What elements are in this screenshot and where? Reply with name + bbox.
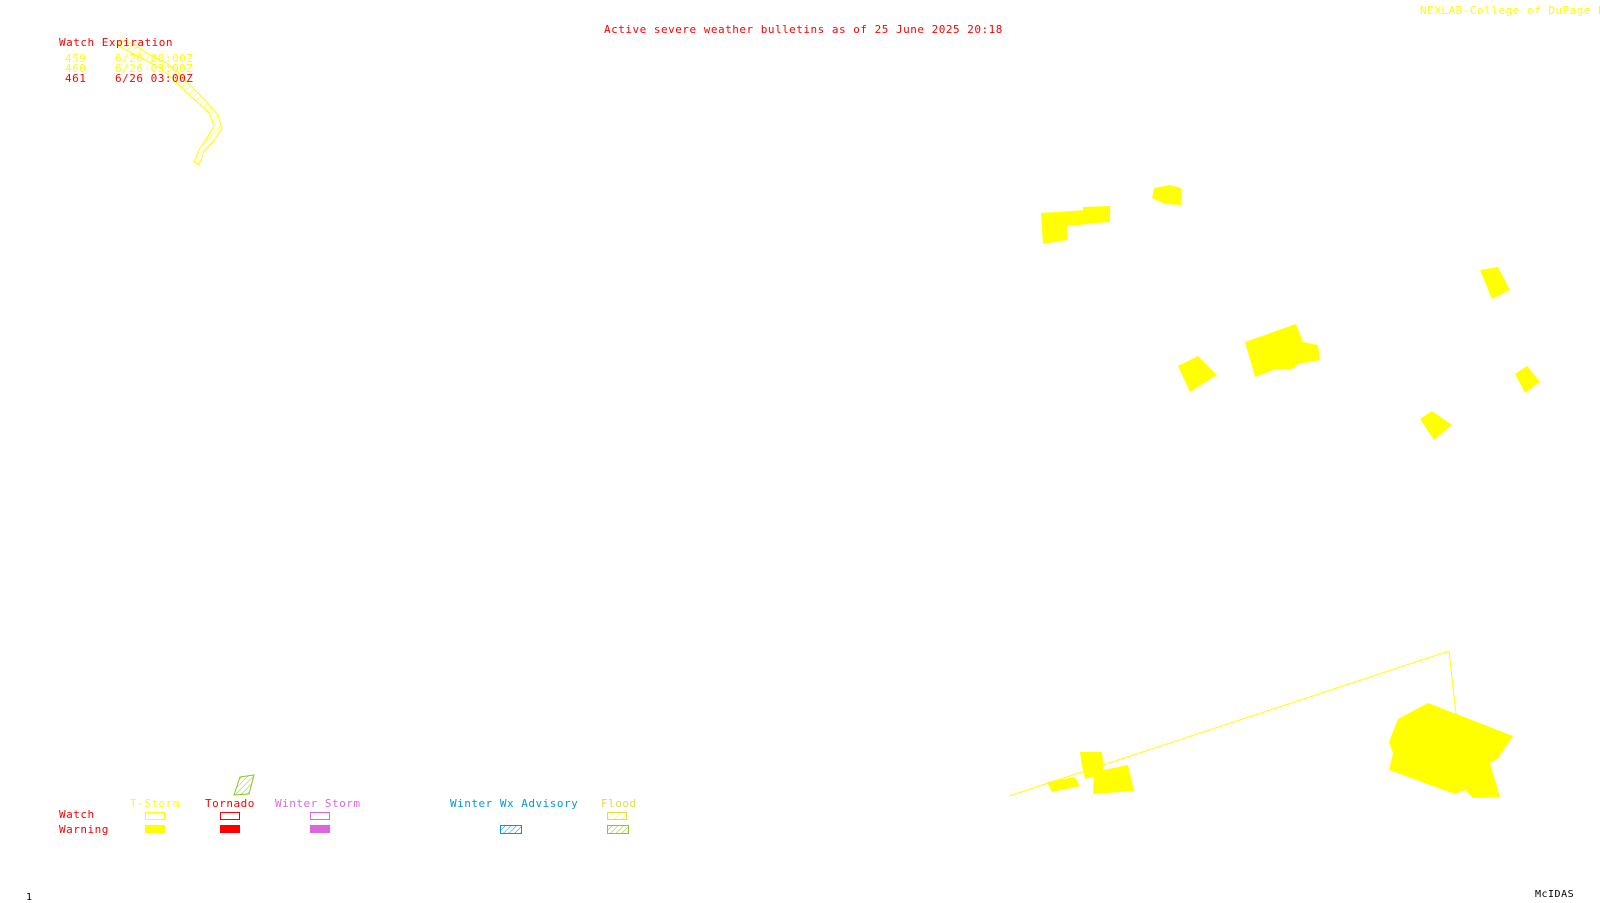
winter-advisory-warning-swatch (500, 825, 522, 834)
tstorm-warning-polygon (1152, 185, 1181, 205)
tstorm-warning-polygon (1389, 703, 1513, 798)
winter-storm-warning-swatch (310, 825, 330, 833)
bulletin-title: Active severe weather bulletins as of 25… (604, 23, 1003, 36)
tstorm-warning-polygon (1178, 356, 1217, 392)
tornado-watch-swatch (220, 812, 240, 820)
watch-id: 459 (65, 52, 87, 65)
tstorm-watch-swatch (145, 812, 165, 820)
tstorm-warning-polygon (1093, 765, 1134, 794)
watch-expiration-heading: Watch Expiration (59, 36, 173, 49)
legend-winter-storm-label: Winter Storm (275, 797, 361, 810)
watch-id: 460 (65, 62, 87, 75)
winter-storm-watch-swatch (310, 812, 330, 820)
legend-watch-row-label: Watch (59, 808, 95, 821)
tstorm-watch-outline (1008, 650, 1457, 797)
watch-expires: 6/26 03:00Z (115, 72, 194, 85)
legend-warning-row-label: Warning (59, 823, 109, 836)
tstorm-warning-polygon (1515, 366, 1540, 393)
frame-number: 1 (26, 892, 33, 903)
flood-warning-polygon (233, 774, 255, 796)
tstorm-warning-polygon (1047, 777, 1080, 792)
flood-watch-band (117, 39, 223, 166)
watch-expires: 6/26 03:00Z (115, 62, 194, 75)
watch-expires: 6/26 00:00Z (115, 52, 194, 65)
tornado-warning-swatch (220, 825, 240, 833)
legend-tornado-label: Tornado (205, 797, 255, 810)
flood-warning-swatch (607, 825, 629, 834)
legend-tstorm-label: T-Storm (130, 797, 180, 810)
legend-flood-label: Flood (601, 797, 637, 810)
tstorm-warning-swatch (145, 825, 165, 833)
tstorm-warning-polygon (1245, 324, 1320, 377)
tstorm-warning-polygon (1041, 210, 1089, 244)
watch-id: 461 (65, 72, 87, 85)
tstorm-warning-polygon (1083, 206, 1110, 224)
tstorm-warning-polygon (1420, 411, 1452, 440)
flood-watch-swatch (607, 812, 627, 820)
tstorm-warning-polygon (1480, 267, 1510, 299)
source-credit: NEXLAB-College of DuPage R (1420, 4, 1600, 17)
software-credit: McIDAS (1535, 889, 1575, 900)
legend-winter-advisory-label: Winter Wx Advisory (450, 797, 579, 810)
